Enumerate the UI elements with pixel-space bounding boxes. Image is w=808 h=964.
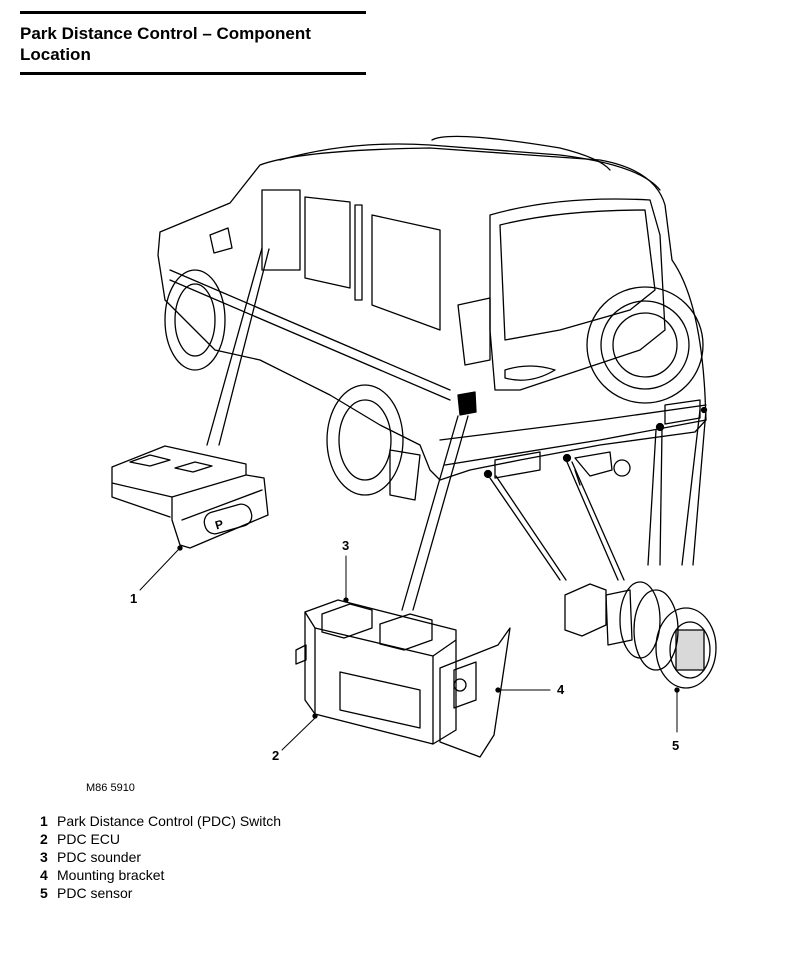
legend-item: 1 Park Distance Control (PDC) Switch xyxy=(40,812,281,830)
legend-number: 2 xyxy=(40,831,48,847)
legend-text: PDC sensor xyxy=(57,885,133,901)
sensor-dot xyxy=(562,453,572,463)
pdc-ecu-illustration xyxy=(281,555,551,758)
leader-2 xyxy=(281,717,316,751)
ecu-location-marker xyxy=(457,391,477,416)
callout-4: 4 xyxy=(557,682,565,697)
legend-item: 5 PDC sensor xyxy=(40,884,281,902)
legend-text: Park Distance Control (PDC) Switch xyxy=(57,813,282,829)
pdc-sensor-illustration xyxy=(564,581,717,733)
legend-text: PDC sounder xyxy=(57,849,142,865)
vehicle-illustration xyxy=(157,135,708,501)
legend-item: 2 PDC ECU xyxy=(40,830,281,848)
callout-3: 3 xyxy=(342,538,350,553)
legend-number: 1 xyxy=(40,813,48,829)
callout-5: 5 xyxy=(672,738,680,753)
page-title: Park Distance Control – Component Locati… xyxy=(20,24,311,64)
figure-reference: M86 5910 xyxy=(86,782,135,794)
legend-number: 4 xyxy=(40,867,48,883)
legend-number: 3 xyxy=(40,849,48,865)
title-rule-bottom xyxy=(20,72,366,75)
sensor-dot xyxy=(655,422,665,432)
legend-text: Mounting bracket xyxy=(57,867,165,883)
legend-text: PDC ECU xyxy=(57,831,121,847)
pdc-switch-illustration: P xyxy=(111,445,269,591)
legend-number: 5 xyxy=(40,885,48,901)
legend: 1 Park Distance Control (PDC) Switch 2 P… xyxy=(40,812,281,902)
title-block: Park Distance Control – Component Locati… xyxy=(20,11,366,75)
legend-item: 4 Mounting bracket xyxy=(40,866,281,884)
legend-item: 3 PDC sounder xyxy=(40,848,281,866)
callout-2: 2 xyxy=(272,748,280,763)
switch-p-label: P xyxy=(213,517,225,533)
callout-1: 1 xyxy=(130,591,138,606)
sensor-dot xyxy=(483,469,493,479)
leader-1 xyxy=(139,549,179,591)
leader-lines xyxy=(206,247,707,611)
title-rule-top xyxy=(20,11,366,14)
